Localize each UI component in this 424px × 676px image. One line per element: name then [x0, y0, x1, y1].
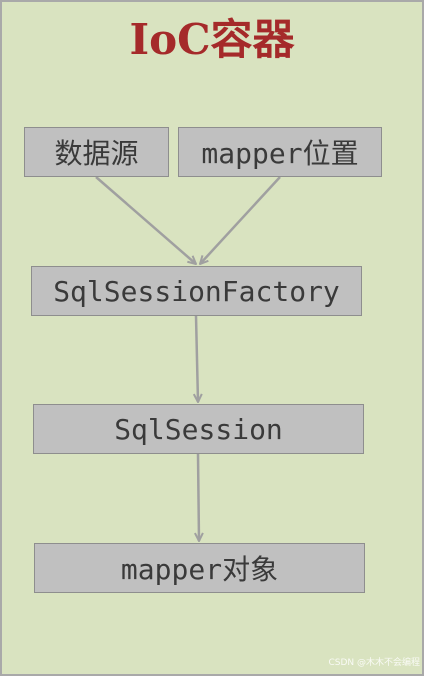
edge-datasource-to-factory — [96, 177, 196, 264]
edge-factory-to-session — [196, 316, 198, 402]
node-mapper-location: mapper位置 — [178, 127, 382, 177]
watermark: CSDN @木木不会编程 — [328, 655, 420, 668]
node-sqlsessionfactory: SqlSessionFactory — [31, 266, 362, 316]
edge-mapper-location-to-factory — [200, 177, 280, 264]
node-sqlsession: SqlSession — [33, 404, 364, 454]
edge-session-to-mapper-object — [198, 454, 199, 541]
diagram-title: IoC容器 — [2, 14, 422, 66]
node-mapper-object: mapper对象 — [34, 543, 365, 593]
node-datasource: 数据源 — [24, 127, 169, 177]
